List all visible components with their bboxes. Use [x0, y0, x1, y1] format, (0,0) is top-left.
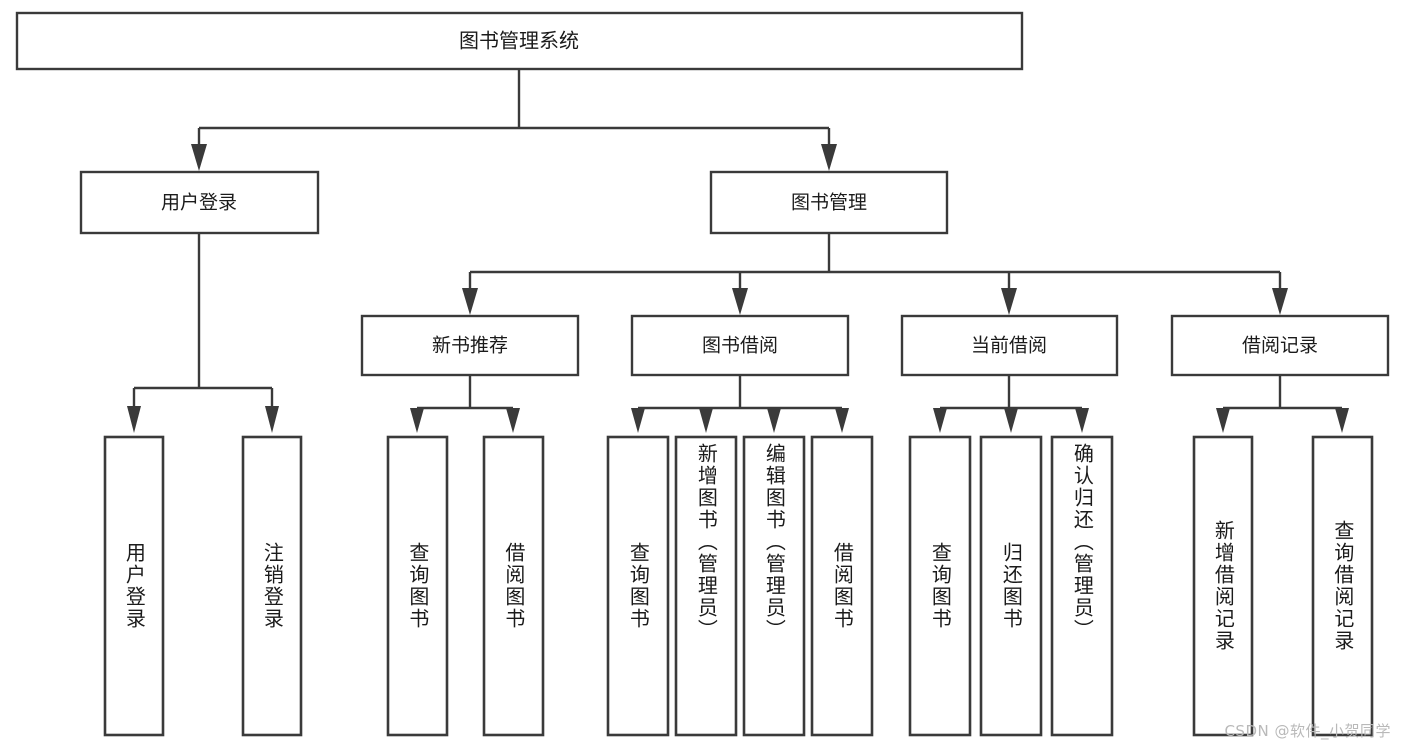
node-label-book-borrow: 图书借阅 — [702, 335, 778, 357]
arrowhead-leaf-current-borrow-0 — [933, 408, 947, 433]
node-box-leaf-book-borrow-1[interactable] — [674, 435, 738, 737]
arrowhead-book-borrow — [732, 288, 748, 315]
arrowhead-leaf-new-book-0 — [410, 408, 424, 433]
node-box-leaf-current-borrow-1[interactable] — [979, 435, 1043, 737]
csdn-watermark: CSDN @软件_小贺同学 — [1224, 722, 1391, 740]
arrowhead-new-book-recommend — [462, 288, 478, 315]
node-box-leaf-new-book-0[interactable] — [386, 435, 449, 737]
node-box-leaf-book-borrow-2[interactable] — [742, 435, 806, 737]
arrowhead-leaf-current-borrow-1 — [1004, 408, 1018, 433]
node-box-new-book-recommend[interactable] — [360, 314, 580, 377]
arrowhead-leaf-book-borrow-1 — [699, 408, 713, 433]
node-label-new-book-recommend: 新书推荐 — [432, 335, 508, 357]
node-label-root: 图书管理系统 — [459, 29, 579, 53]
arrowhead-book-management — [821, 144, 837, 171]
node-box-leaf-current-borrow-0[interactable] — [908, 435, 972, 737]
node-box-leaf-borrow-records-1[interactable] — [1311, 435, 1374, 737]
node-box-leaf-new-book-1[interactable] — [482, 435, 545, 737]
node-box-user-login[interactable] — [79, 170, 320, 235]
node-box-leaf-user-login-1[interactable] — [241, 435, 303, 737]
node-box-leaf-user-login-0[interactable] — [103, 435, 165, 737]
arrowhead-leaf-user-login-1 — [265, 406, 279, 433]
node-box-leaf-current-borrow-2[interactable] — [1050, 435, 1114, 737]
node-label-borrow-records: 借阅记录 — [1242, 335, 1318, 357]
arrowhead-leaf-book-borrow-2 — [767, 408, 781, 433]
node-box-leaf-borrow-records-0[interactable] — [1192, 435, 1254, 737]
node-box-current-borrow[interactable] — [900, 314, 1119, 377]
arrowhead-leaf-book-borrow-0 — [631, 408, 645, 433]
node-label-user-login: 用户登录 — [161, 192, 237, 214]
arrowhead-borrow-records — [1272, 288, 1288, 315]
arrowhead-leaf-borrow-records-0 — [1216, 408, 1230, 433]
node-box-leaf-book-borrow-0[interactable] — [606, 435, 670, 737]
arrowhead-leaf-current-borrow-2 — [1075, 408, 1089, 433]
arrowhead-leaf-borrow-records-1 — [1335, 408, 1349, 433]
arrowhead-user-login — [191, 144, 207, 171]
arrowhead-leaf-book-borrow-3 — [835, 408, 849, 433]
node-box-leaf-book-borrow-3[interactable] — [810, 435, 874, 737]
node-label-book-management: 图书管理 — [791, 192, 867, 214]
node-box-root[interactable] — [15, 11, 1024, 71]
node-label-current-borrow: 当前借阅 — [971, 335, 1047, 357]
arrowhead-current-borrow — [1001, 288, 1017, 315]
arrowhead-leaf-user-login-0 — [127, 406, 141, 433]
arrowhead-leaf-new-book-1 — [506, 408, 520, 433]
